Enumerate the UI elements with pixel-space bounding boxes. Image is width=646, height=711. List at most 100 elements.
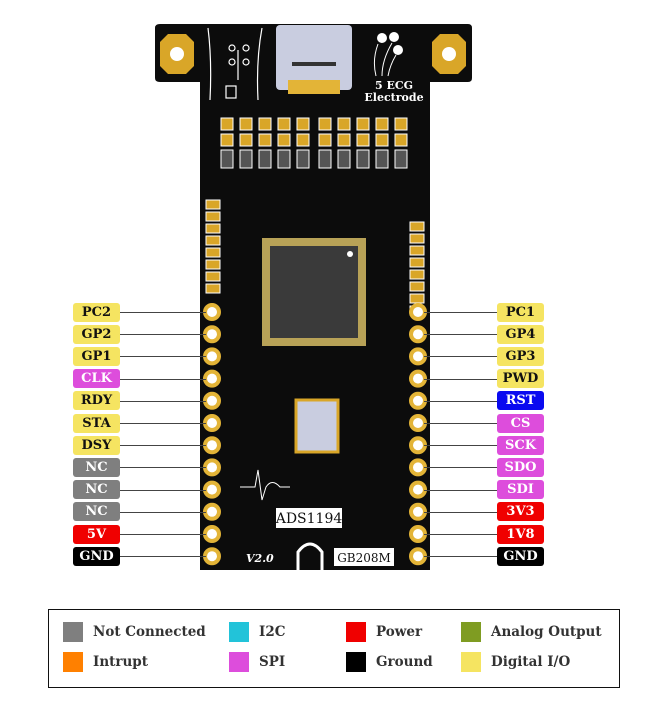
pin-leader-line <box>424 467 497 469</box>
legend-item: Analog Output <box>461 622 602 642</box>
pin-label-5v: 5V <box>73 524 120 544</box>
header-pin-pad <box>203 502 221 521</box>
smd-component <box>375 149 389 169</box>
smd-component <box>205 223 221 234</box>
smd-component <box>258 133 272 147</box>
header-pin-pad <box>203 391 221 410</box>
legend-item: Not Connected <box>63 622 206 642</box>
legend-swatch <box>63 652 83 672</box>
pin-leader-line <box>424 334 497 336</box>
legend-label: Analog Output <box>491 624 602 640</box>
ads1194-chip-icon <box>262 238 366 346</box>
electrode-text: 5 ECG <box>375 79 413 92</box>
legend-label: Digital I/O <box>491 654 571 670</box>
pin-leader-line <box>424 556 497 558</box>
legend-swatch <box>461 652 481 672</box>
mounting-hole-icon <box>432 34 466 74</box>
smd-component <box>394 149 408 169</box>
smd-component <box>337 117 351 131</box>
ecg-wave-icon <box>240 469 290 501</box>
header-pin-pad <box>409 325 427 344</box>
header-pin-pad <box>409 436 427 455</box>
header-pin-pad <box>409 525 427 543</box>
smd-component <box>356 133 370 147</box>
header-pin-pad <box>203 325 221 344</box>
pin-leader-line <box>120 334 206 336</box>
pin-leader-line <box>424 378 497 380</box>
pin-leader-line <box>120 534 206 535</box>
header-pin-pad <box>203 458 221 477</box>
header-pin-pad <box>203 525 221 543</box>
smd-component <box>239 133 253 147</box>
pin-label-gp1: GP1 <box>73 346 120 366</box>
smd-component <box>220 133 234 147</box>
pin-label-rdy: RDY <box>73 391 120 411</box>
header-pin-pad <box>203 414 221 432</box>
pin-leader-line <box>424 445 497 447</box>
pin-label-rst: RST <box>497 391 544 411</box>
header-pin-pad <box>409 347 427 366</box>
smd-component <box>205 235 221 246</box>
pin-label-gp2: GP2 <box>73 324 120 344</box>
pin-label-sdo: SDO <box>497 457 544 477</box>
header-pin-pad <box>409 414 427 432</box>
pin-leader-line <box>120 423 206 424</box>
pin-label-clk: CLK <box>73 369 120 389</box>
pin-label-pc2: PC2 <box>73 302 120 322</box>
pin-leader-line <box>120 312 206 313</box>
legend-item: Power <box>346 622 422 642</box>
pin-label-nc: NC <box>73 502 120 522</box>
slot-icon <box>296 542 324 570</box>
smd-component <box>258 149 272 169</box>
pin-leader-line <box>424 312 497 313</box>
smd-component <box>205 247 221 258</box>
smd-component <box>318 149 332 169</box>
smd-component <box>318 133 332 147</box>
smd-component <box>296 149 310 169</box>
smd-component <box>277 133 291 147</box>
pin-leader-line <box>424 356 497 358</box>
pin-leader-line <box>120 556 206 558</box>
smd-component <box>394 117 408 131</box>
legend-label: Ground <box>376 654 433 670</box>
header-pin-pad <box>409 502 427 521</box>
smd-component <box>337 133 351 147</box>
smd-component <box>394 133 408 147</box>
smd-component <box>356 149 370 169</box>
legend-swatch <box>461 622 481 642</box>
pin-label-3v3: 3V3 <box>497 502 544 522</box>
smd-component <box>409 257 425 268</box>
pin-label-dsy: DSY <box>73 435 120 455</box>
legend-label: Not Connected <box>93 624 206 640</box>
pin-leader-line <box>120 356 206 358</box>
smd-component <box>205 283 221 294</box>
legend-item: SPI <box>229 652 285 672</box>
pin-label-sdi: SDI <box>497 480 544 500</box>
pin-label-gnd: GND <box>73 546 120 566</box>
smd-component <box>375 117 389 131</box>
header-pin-pad <box>203 303 221 321</box>
header-pin-pad <box>409 391 427 410</box>
pin-label-pwd: PWD <box>497 369 544 389</box>
smd-component <box>205 259 221 270</box>
pin-leader-line <box>120 445 206 447</box>
pin-leader-line <box>120 489 206 491</box>
smd-component <box>220 117 234 131</box>
smd-component <box>258 117 272 131</box>
smd-component <box>356 117 370 131</box>
legend-label: Power <box>376 624 423 640</box>
pin-label-sck: SCK <box>497 435 544 455</box>
legend-item: I2C <box>229 622 285 642</box>
header-pin-pad <box>409 369 427 388</box>
legend-label: I2C <box>259 624 286 640</box>
electrode-text: Electrode <box>364 91 423 104</box>
smd-component <box>409 221 425 232</box>
smd-component <box>205 199 221 210</box>
smd-component <box>277 117 291 131</box>
ads1194-board: 5 ECG Electrode ADS1194 V2.0 GB208M <box>155 24 472 570</box>
legend-item: Intrupt <box>63 652 148 672</box>
chip-name-box <box>276 508 342 528</box>
legend-swatch <box>346 652 366 672</box>
smd-component <box>409 281 425 292</box>
